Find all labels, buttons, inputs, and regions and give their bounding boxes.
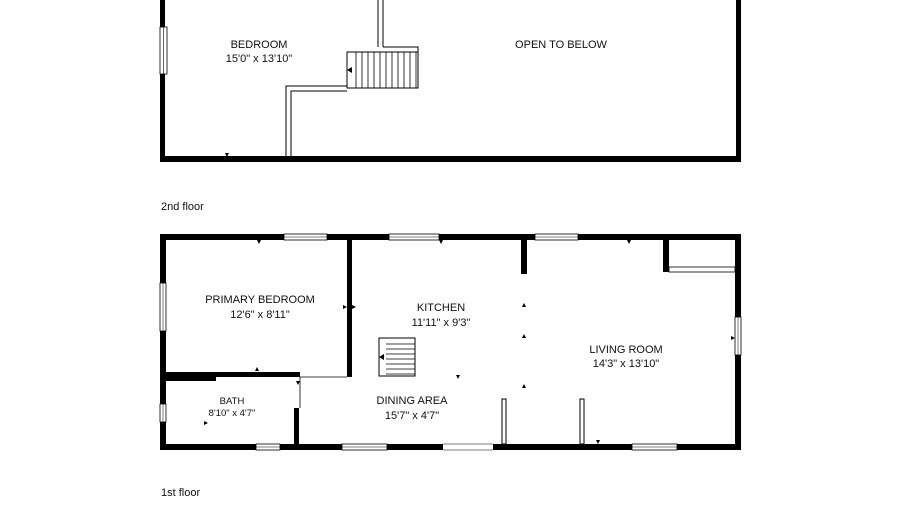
room-name-primary-bedroom: PRIMARY BEDROOM [205, 294, 315, 306]
floor-caption-2nd: 2nd floor [161, 201, 204, 213]
floor-plan-2nd-floor: BEDROOM 15'0" x 13'10" OPEN TO BELOW [159, 0, 741, 162]
room-name-bedroom: BEDROOM [231, 39, 288, 51]
arrow-icon [347, 67, 352, 73]
floor-plan-1st-floor: PRIMARY BEDROOM 12'6" x 8'11" KITCHEN 11… [159, 233, 742, 451]
room-name-living-room: LIVING ROOM [589, 344, 662, 356]
room-name-dining-area: DINING AREA [377, 395, 449, 407]
room-dims-bath: 8'10" x 4'7" [209, 408, 256, 419]
half-wall [501, 398, 507, 445]
exterior-wall-left [160, 234, 166, 450]
staircase [346, 51, 419, 89]
room-dims-living-room: 14'3" x 13'10" [593, 358, 660, 370]
interior-wall [663, 240, 669, 272]
room-dims-kitchen: 11'11" x 9'3" [412, 317, 471, 329]
interior-wall [521, 240, 527, 274]
exterior-wall-bottom [160, 156, 741, 162]
exterior-wall-left [160, 0, 165, 162]
door-markers [204, 240, 735, 444]
interior-wall [166, 372, 216, 381]
room-name-open-to-below: OPEN TO BELOW [515, 39, 608, 51]
interior-wall [347, 240, 352, 377]
half-wall [579, 398, 585, 445]
counter [668, 266, 736, 273]
room-name-bath: BATH [220, 396, 245, 407]
floor-caption-1st: 1st floor [161, 487, 201, 499]
door-marker [225, 153, 229, 157]
stair-railing [285, 0, 419, 156]
room-dims-primary-bedroom: 12'6" x 8'11" [230, 309, 290, 321]
room-dims-dining-area: 15'7" x 4'7" [385, 410, 439, 422]
room-name-kitchen: KITCHEN [417, 302, 465, 314]
room-dims-bedroom: 15'0" x 13'10" [226, 53, 293, 65]
interior-wall [166, 372, 300, 377]
exterior-wall-right [736, 0, 741, 162]
exterior-wall-top [160, 234, 741, 240]
staircase [378, 337, 416, 377]
interior-wall [294, 408, 299, 446]
entry-door [443, 443, 493, 451]
arrow-icon [379, 354, 384, 360]
